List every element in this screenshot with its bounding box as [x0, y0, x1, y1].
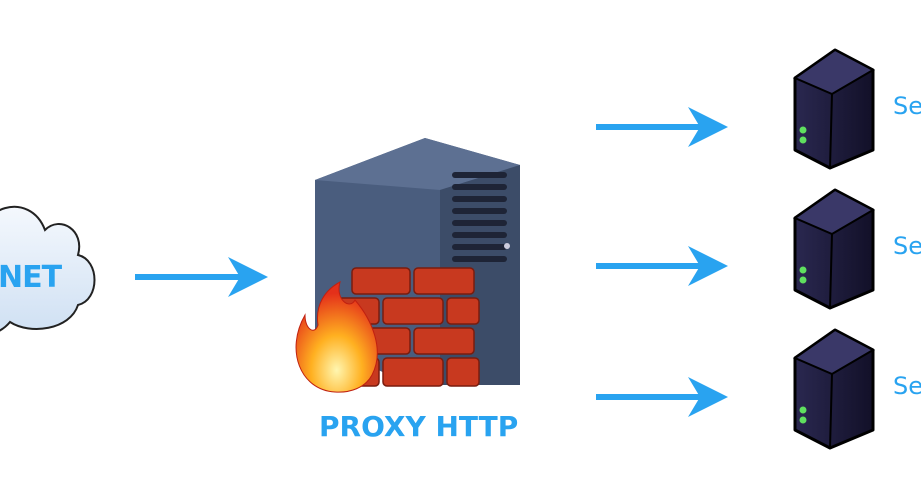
arrow-to-proxy — [135, 257, 268, 297]
proxy-label: PROXY HTTP — [319, 410, 519, 443]
server-icon — [792, 328, 876, 450]
backend-servers — [792, 48, 876, 450]
server-icon — [792, 48, 876, 170]
server-label: Se — [893, 92, 921, 120]
server-label: Se — [893, 372, 921, 400]
internet-cloud — [0, 205, 96, 332]
server-label: Se — [893, 232, 921, 260]
flame-icon — [295, 281, 378, 393]
server-icon — [792, 188, 876, 310]
cloud-label: NET — [0, 260, 62, 295]
arrows-to-servers — [596, 107, 728, 417]
